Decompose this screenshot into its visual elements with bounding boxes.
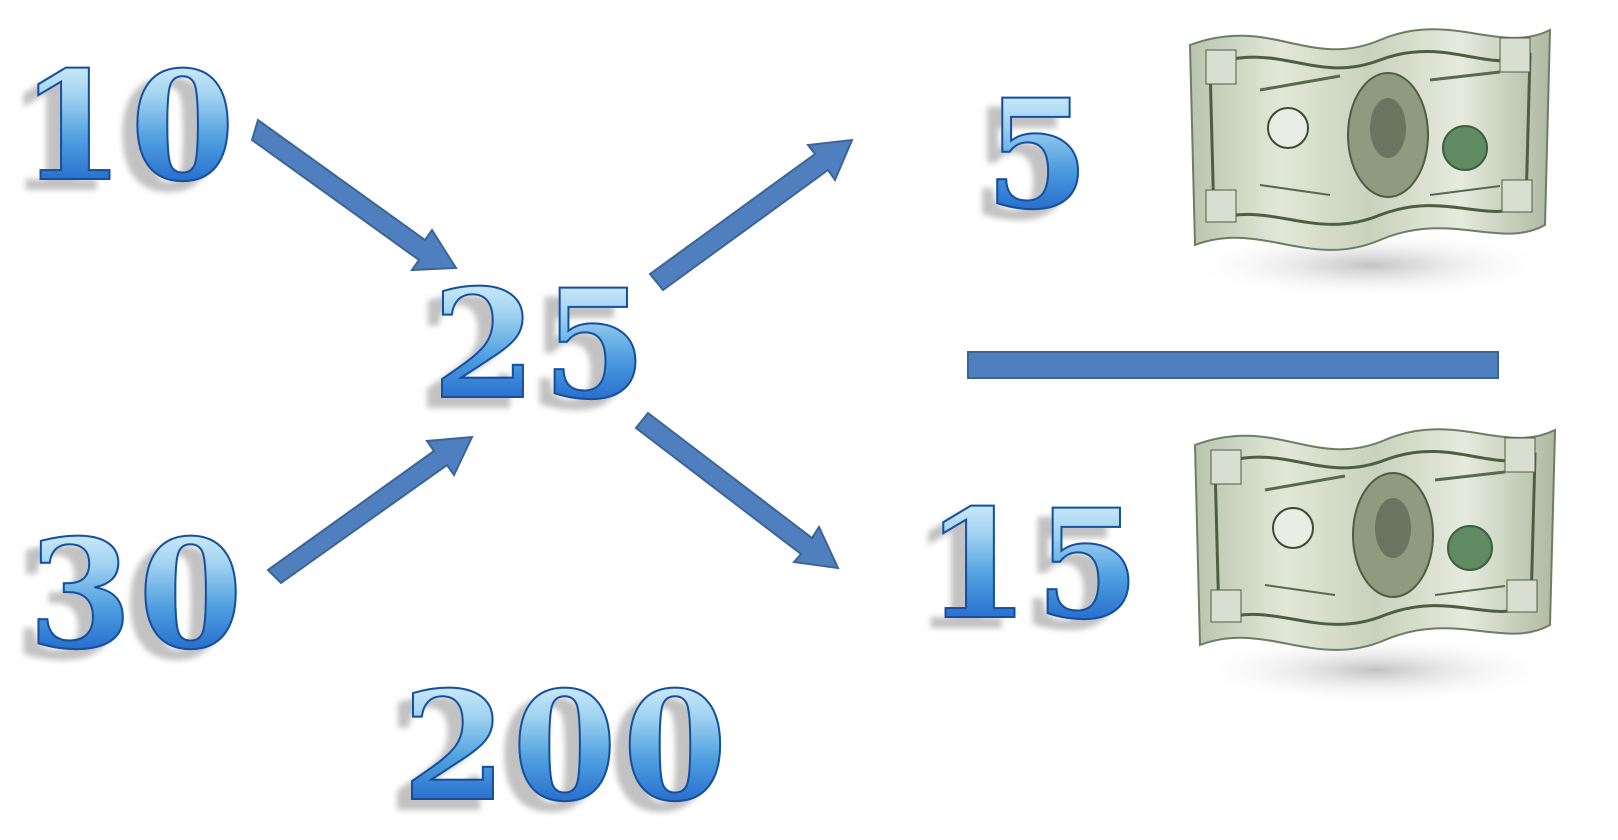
fraction-numerator: 5 [984,67,1096,243]
hundred-dollar-bill-icon [1180,10,1560,310]
number-30: 30 [27,507,249,683]
hundred-dollar-bill-icon [1185,410,1565,710]
arrow-10-to-25 [250,118,458,272]
number-25: 25 [431,257,653,433]
arrow-25-to-5 [648,138,854,292]
arrow-25-to-15 [634,411,840,570]
fraction-bar [967,351,1499,379]
number-10: 10 [19,39,241,215]
number-200: 200 [401,659,734,835]
fraction-denominator: 15 [924,477,1146,653]
arrow-30-to-25 [266,435,474,585]
